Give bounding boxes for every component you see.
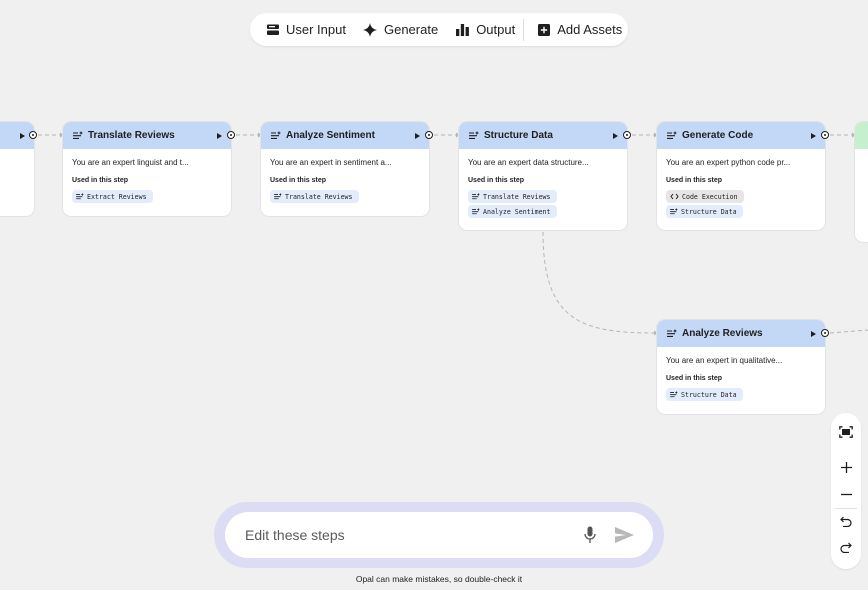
play-icon[interactable] <box>611 132 619 140</box>
node-prompt: You are an expert in sentiment a... <box>270 158 392 167</box>
plus-icon <box>840 461 852 473</box>
node-analyze-sentiment[interactable]: Analyze Sentiment You are an expert in s… <box>261 122 429 216</box>
node-title: Analyze Reviews <box>682 328 763 339</box>
node-prompt: You are an expert in qualitative... <box>666 356 783 365</box>
output-port[interactable] <box>623 131 631 139</box>
zoom-out-button[interactable] <box>831 482 861 506</box>
add-box-icon <box>538 23 551 36</box>
node-translate-reviews[interactable]: Translate Reviews You are an expert ling… <box>63 122 231 216</box>
minus-icon <box>840 493 852 495</box>
output-port[interactable] <box>29 131 37 139</box>
text-generate-icon <box>670 391 678 398</box>
play-icon[interactable] <box>215 132 223 140</box>
code-icon <box>670 193 679 200</box>
node-title: Generate Code <box>682 130 754 141</box>
redo-icon <box>840 542 852 553</box>
user-input-icon <box>267 24 279 35</box>
add-assets-label: Add Assets <box>557 22 623 37</box>
used-label: Used in this step <box>666 375 723 382</box>
toolbar-divider <box>523 18 525 41</box>
node-title: Translate Reviews <box>88 130 175 141</box>
node-prompt: You are an expert data structure... <box>468 158 589 167</box>
top-toolbar: User Input Generate Output Add Assets <box>250 13 628 46</box>
output-port[interactable] <box>425 131 433 139</box>
zoom-divider <box>835 508 857 509</box>
play-icon[interactable] <box>809 330 817 338</box>
disclaimer-text: Opal can make mistakes, so double-check … <box>355 574 523 584</box>
mic-button[interactable] <box>577 522 603 548</box>
chip-label: Analyze Sentiment <box>483 207 551 216</box>
chip-label: Translate Reviews <box>483 192 551 201</box>
edit-steps-input[interactable] <box>225 526 577 544</box>
asset-chip[interactable]: Structure Data <box>666 205 743 218</box>
undo-icon <box>840 516 852 527</box>
node-partial-right[interactable] <box>855 122 868 242</box>
node-title: Structure Data <box>484 130 553 141</box>
node-prompt: You are an expert linguist and t... <box>72 158 189 167</box>
text-generate-icon <box>670 208 678 215</box>
output-icon <box>456 23 470 36</box>
sparkle-icon <box>362 22 377 37</box>
chip-label: Code Execution <box>682 192 738 201</box>
tool-chip[interactable]: Code Execution <box>666 190 744 203</box>
fit-screen-icon <box>839 426 853 438</box>
fit-view-button[interactable] <box>831 420 861 444</box>
node-partial-left[interactable] <box>0 122 34 216</box>
chip-label: Structure Data <box>681 390 737 399</box>
chip-label: Structure Data <box>681 207 737 216</box>
asset-chip[interactable]: Translate Reviews <box>468 190 557 203</box>
generate-button[interactable]: Generate <box>362 13 439 46</box>
play-icon[interactable] <box>413 132 421 140</box>
node-generate-code[interactable]: Generate Code You are an expert python c… <box>657 122 825 230</box>
output-port[interactable] <box>227 131 235 139</box>
send-icon <box>614 527 634 543</box>
text-generate-icon <box>472 208 480 215</box>
send-button[interactable] <box>609 522 639 548</box>
text-generate-icon <box>667 131 677 139</box>
text-generate-icon <box>472 193 480 200</box>
output-button[interactable]: Output <box>456 13 515 46</box>
play-icon[interactable] <box>18 132 26 140</box>
text-generate-icon <box>274 193 282 200</box>
asset-chip[interactable]: Analyze Sentiment <box>468 205 557 218</box>
asset-chip[interactable]: Structure Data <box>666 388 743 401</box>
user-input-button[interactable]: User Input <box>267 13 346 46</box>
used-label: Used in this step <box>72 177 129 184</box>
used-label: Used in this step <box>468 177 525 184</box>
redo-button[interactable] <box>831 535 861 559</box>
output-port[interactable] <box>821 131 829 139</box>
zoom-controls <box>831 413 861 569</box>
node-title: Analyze Sentiment <box>286 130 375 141</box>
output-label: Output <box>476 22 516 37</box>
play-icon[interactable] <box>809 132 817 140</box>
text-generate-icon <box>73 131 83 139</box>
node-structure-data[interactable]: Structure Data You are an expert data st… <box>459 122 627 230</box>
zoom-in-button[interactable] <box>831 455 861 479</box>
node-analyze-reviews[interactable]: Analyze Reviews You are an expert in qua… <box>657 320 825 414</box>
asset-chip[interactable]: Translate Reviews <box>270 190 359 203</box>
text-generate-icon <box>271 131 281 139</box>
used-label: Used in this step <box>270 177 327 184</box>
add-assets-button[interactable]: Add Assets <box>538 13 622 46</box>
asset-chip[interactable]: Extract Reviews <box>72 190 153 203</box>
mic-icon <box>584 526 596 543</box>
text-generate-icon <box>667 329 677 337</box>
chip-label: Translate Reviews <box>285 192 353 201</box>
text-generate-icon <box>469 131 479 139</box>
chat-panel <box>214 502 664 568</box>
generate-label: Generate <box>383 22 439 37</box>
used-label: Used in this step <box>666 177 723 184</box>
undo-button[interactable] <box>831 509 861 533</box>
chat-box <box>225 512 653 558</box>
text-generate-icon <box>76 193 84 200</box>
chip-label: Extract Reviews <box>87 192 147 201</box>
user-input-label: User Input <box>286 22 346 37</box>
output-port[interactable] <box>821 329 829 337</box>
node-prompt: You are an expert python code pr... <box>666 158 791 167</box>
